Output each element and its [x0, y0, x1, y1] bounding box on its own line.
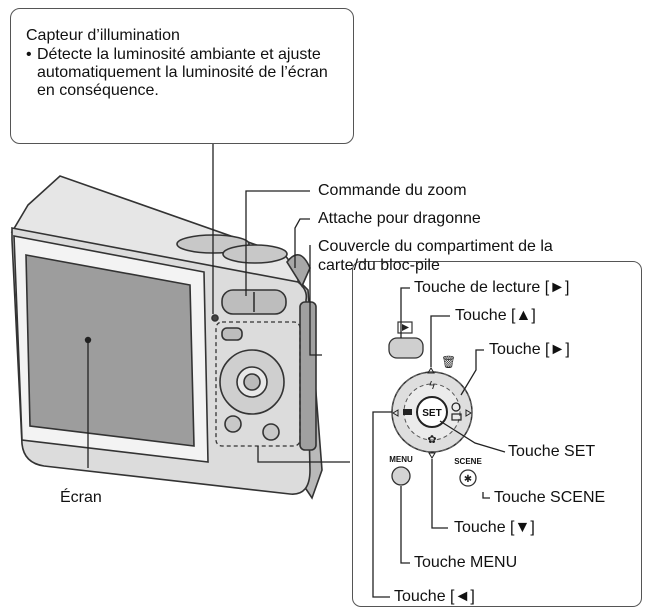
svg-text:✿: ✿ — [427, 433, 436, 446]
illumination-sensor-callout: Capteur d’illumination Détecte la lumino… — [10, 8, 354, 144]
screen-display — [25, 254, 195, 447]
label-up: Touche [▲] — [455, 307, 536, 324]
label-screen: Écran — [60, 489, 102, 506]
callout-text: Détecte la luminosité ambiante et ajuste… — [26, 46, 339, 100]
menu-mark: MENU — [389, 455, 413, 464]
label-cover-1: Couvercle du compartiment de la — [318, 238, 553, 255]
svg-text:ϟ: ϟ — [428, 379, 435, 392]
label-menu: Touche MENU — [414, 554, 518, 571]
set-mark: SET — [422, 408, 441, 419]
scene-mark: SCENE — [454, 457, 482, 466]
panel-buttons: ϟ ✿ 🗑 ✱ — [388, 321, 477, 487]
panel-leader-lines — [372, 287, 506, 598]
label-scene: Touche SCENE — [494, 489, 606, 506]
label-left: Touche [◄] — [394, 588, 475, 605]
leader-lines — [87, 144, 350, 468]
label-zoom: Commande du zoom — [318, 182, 467, 199]
label-right: Touche [►] — [489, 341, 570, 358]
callout-title: Capteur d’illumination — [26, 27, 180, 44]
svg-text:✱: ✱ — [464, 474, 472, 485]
label-cover-2: carte/du bloc-pile — [318, 257, 440, 274]
label-set: Touche SET — [508, 443, 596, 460]
camera-drawing — [10, 175, 323, 500]
svg-text:🗑: 🗑 — [441, 355, 456, 369]
screen-marker — [84, 336, 92, 344]
label-strap: Attache pour dragonne — [318, 210, 481, 227]
label-down: Touche [▼] — [454, 519, 535, 536]
label-playback: Touche de lecture [►] — [414, 279, 570, 296]
